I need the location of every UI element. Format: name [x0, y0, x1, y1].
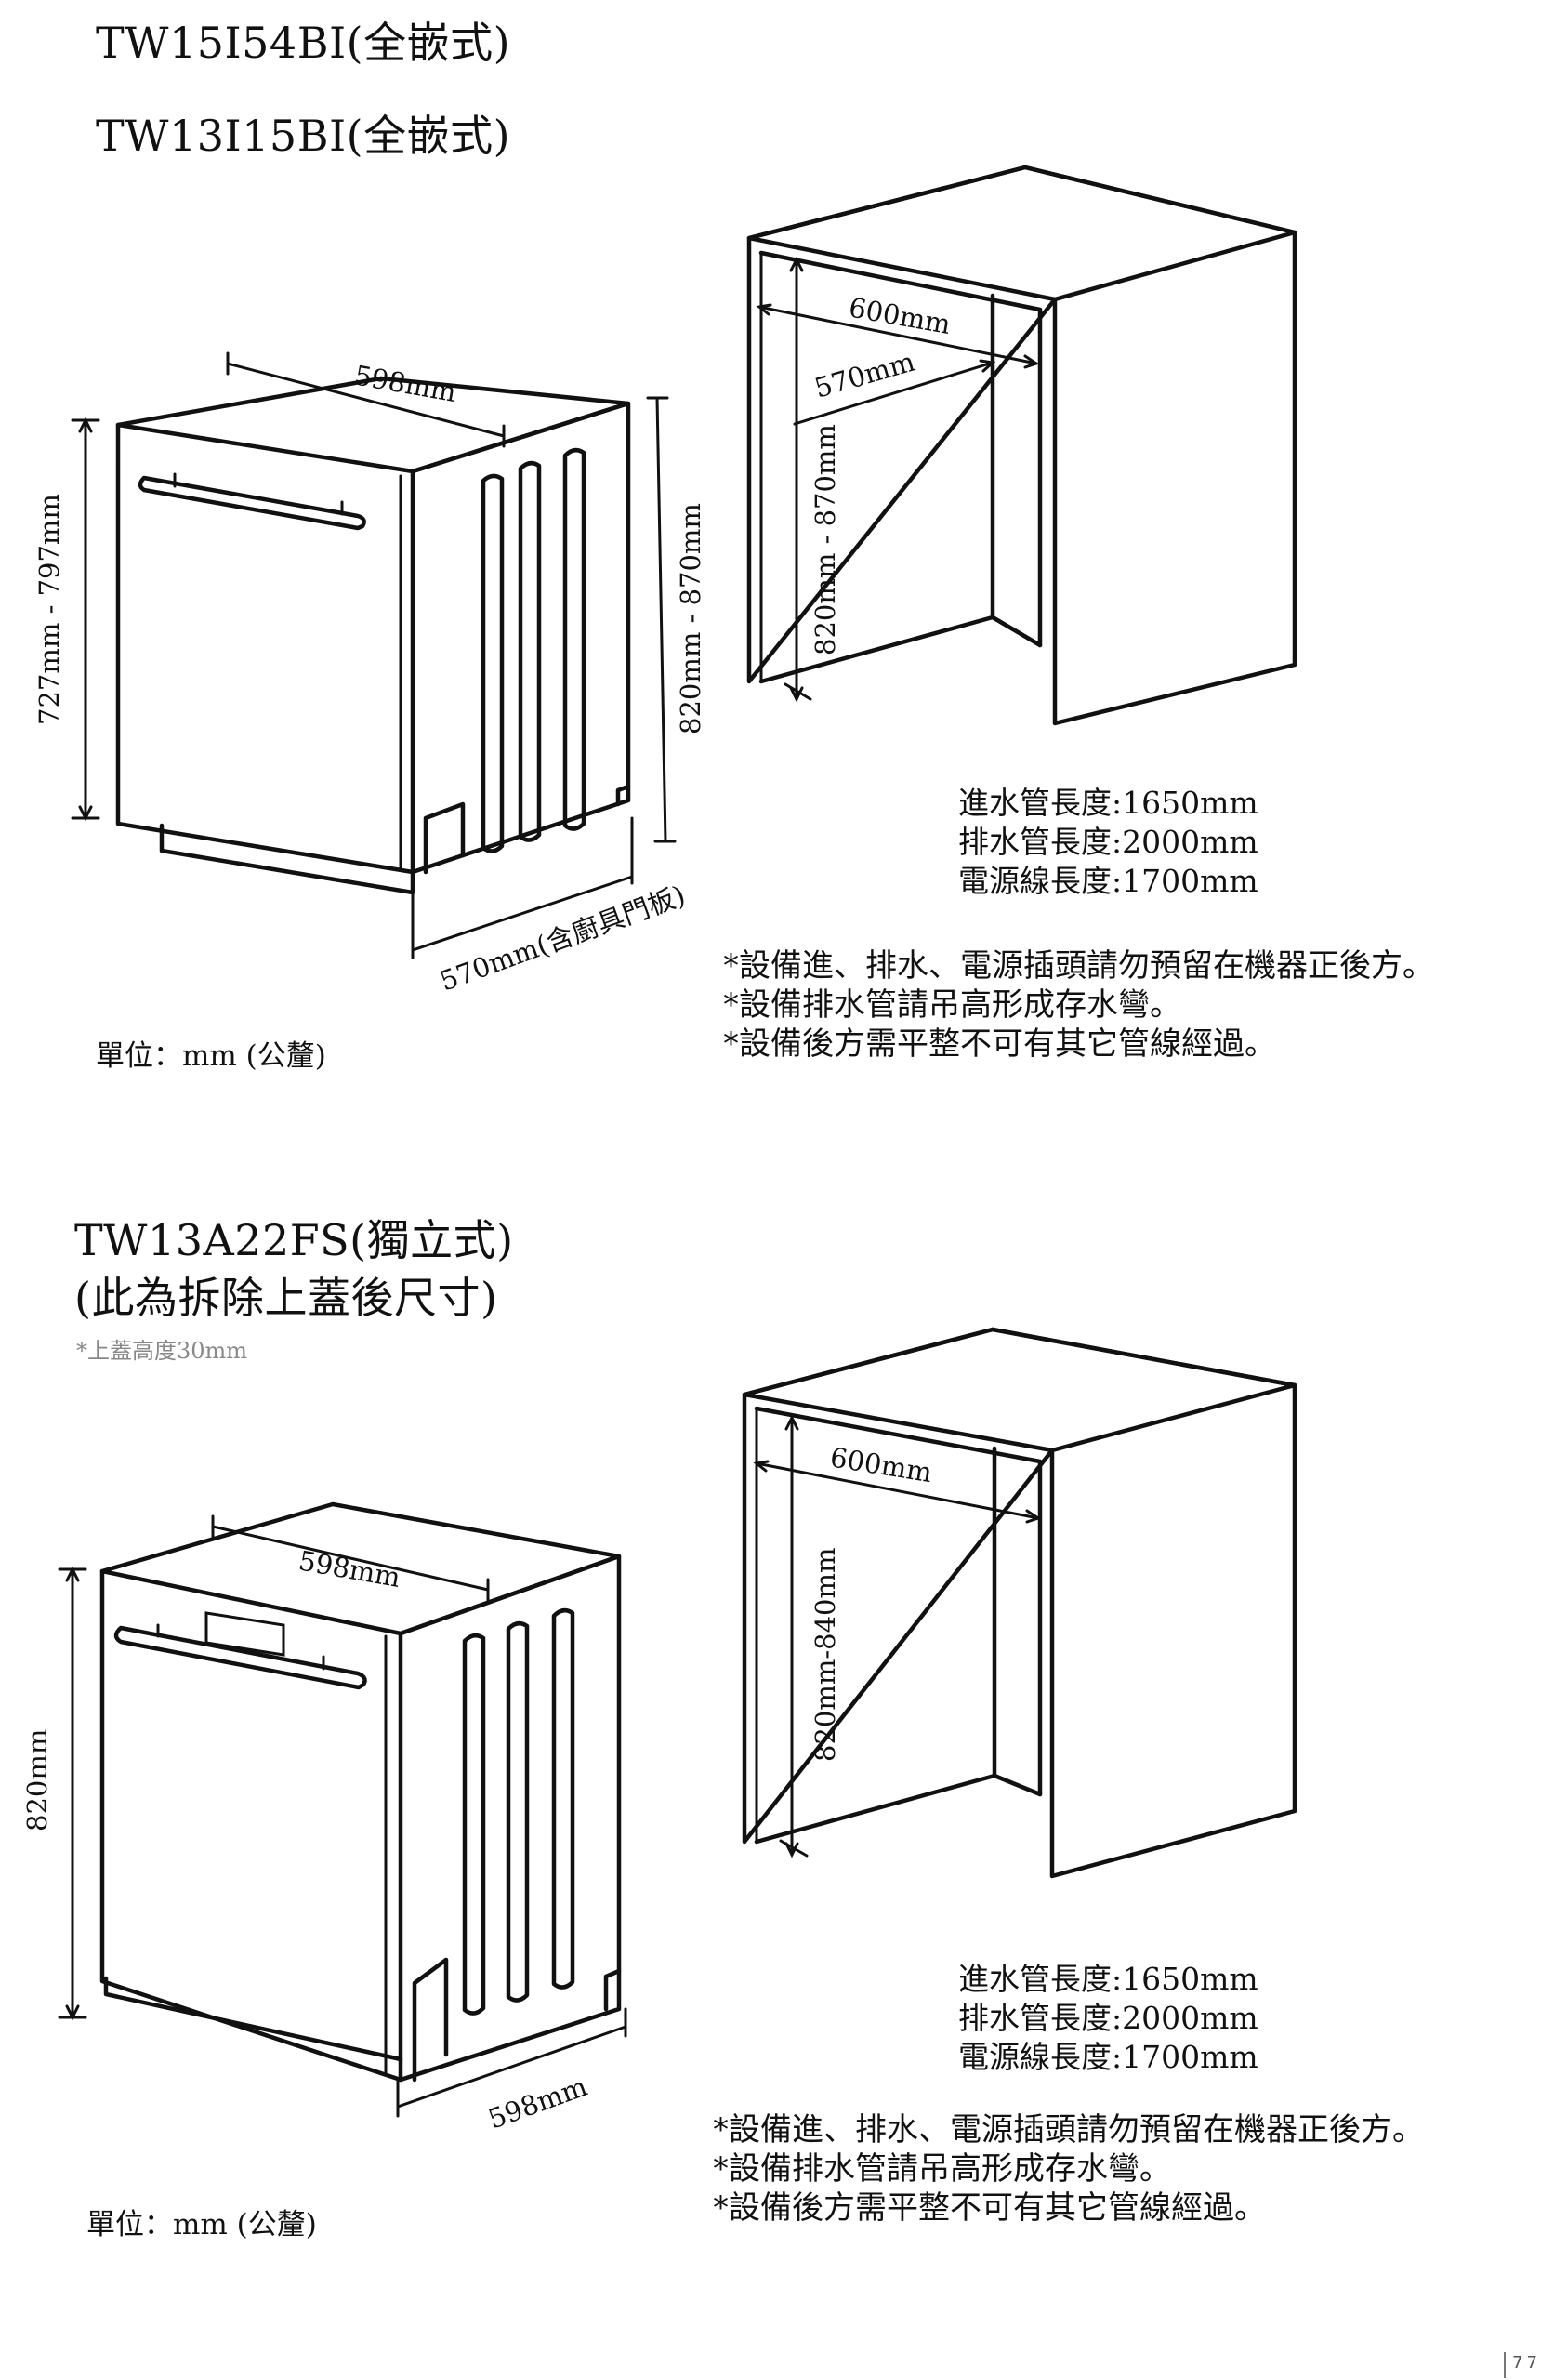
cabinet-drawing-1: 600mm 570mm 820mm - 870mm [746, 165, 1297, 726]
note-item: *設備進、排水、電源插頭請勿預留在機器正後方。 [713, 2111, 1424, 2149]
spec-item: 進水管長度:1650mm [958, 1961, 1258, 1997]
dim-cab-height-1: 820mm - 870mm [810, 424, 841, 655]
spec-item: 排水管長度:2000mm [958, 2000, 1258, 2036]
specs-list-1: 進水管長度:1650mm 排水管長度:2000mm 電源線長度:1700mm [958, 784, 1258, 901]
dim-depth-2: 598mm [484, 2070, 591, 2135]
dim-cab-width-1: 600mm [847, 291, 954, 340]
note-item: *設備後方需平整不可有其它管線經過。 [713, 2189, 1266, 2227]
notes-list-2: *設備進、排水、電源插頭請勿預留在機器正後方。 *設備排水管請吊高形成存水彎。 … [713, 2110, 1424, 2228]
dim-cab-depth-1: 570mm [811, 346, 918, 404]
unit-label-2: 單位：mm (公釐) [86, 2208, 317, 2241]
model-subtitle-c: (此為拆除上蓋後尺寸) [74, 1273, 498, 1323]
unit-label-1: 單位：mm (公釐) [96, 1039, 326, 1073]
dishwasher-drawing-2: 598mm 820mm 598mm [21, 1501, 627, 2135]
note-item: *設備進、排水、電源插頭請勿預留在機器正後方。 [723, 947, 1434, 985]
lid-height-note: *上蓋高度30mm [76, 1338, 248, 1364]
note-item: *設備排水管請吊高形成存水彎。 [723, 986, 1181, 1024]
page-number: 77 [1512, 2353, 1541, 2373]
model-title-a: TW15I54BI(全嵌式) [96, 18, 511, 68]
dim-width-2: 598mm [296, 1544, 403, 1593]
dim-depth-1: 570mm(含廚具門板) [436, 879, 690, 998]
spec-item: 電源線長度:1700mm [958, 863, 1258, 899]
notes-list-1: *設備進、排水、電源插頭請勿預留在機器正後方。 *設備排水管請吊高形成存水彎。 … [723, 946, 1434, 1064]
dim-height-2: 820mm [21, 1729, 53, 1831]
model-title-c: TW13A22FS(獨立式) [74, 1215, 514, 1265]
dim-right-height-1: 820mm - 870mm [675, 503, 706, 734]
cabinet-drawing-2: 600mm 820mm-840mm [742, 1327, 1297, 1879]
note-item: *設備後方需平整不可有其它管線經過。 [723, 1025, 1276, 1063]
spec-item: 進水管長度:1650mm [958, 785, 1258, 821]
model-title-b: TW13I15BI(全嵌式) [96, 111, 511, 161]
dim-cab-height-2: 820mm-840mm [810, 1548, 841, 1763]
dim-height-1: 727mm - 797mm [33, 494, 65, 725]
dishwasher-drawing-1: 598mm 727mm - 797mm 820mm - 870mm 570mm(… [33, 351, 706, 998]
spec-item: 排水管長度:2000mm [958, 824, 1258, 860]
note-item: *設備排水管請吊高形成存水彎。 [713, 2150, 1171, 2188]
spec-item: 電源線長度:1700mm [958, 2039, 1258, 2075]
specs-list-2: 進水管長度:1650mm 排水管長度:2000mm 電源線長度:1700mm [958, 1960, 1258, 2077]
